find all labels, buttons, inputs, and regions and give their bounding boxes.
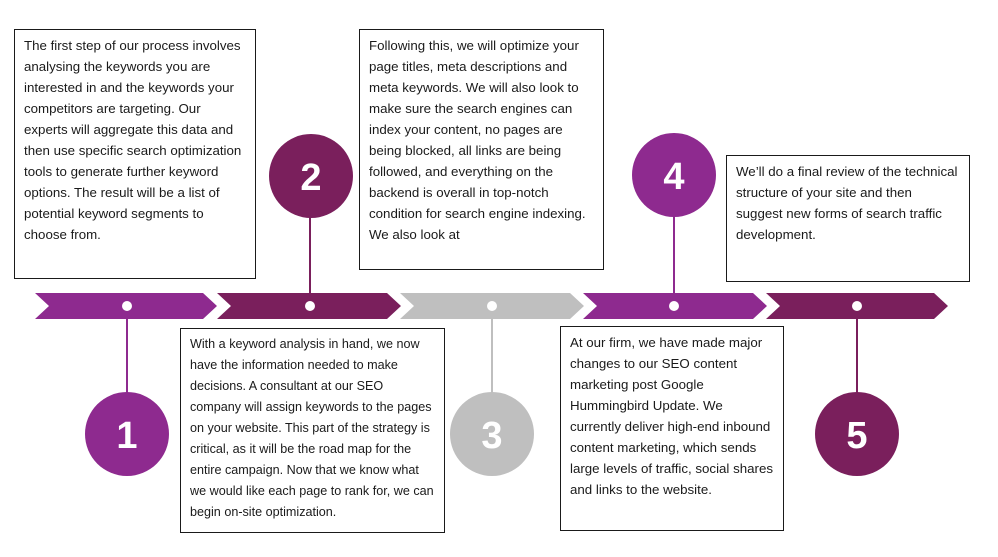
step-3-dot — [487, 301, 497, 311]
step-1-number: 1 — [116, 415, 137, 457]
step-4-number: 4 — [663, 156, 684, 198]
step-2-number: 2 — [300, 157, 321, 199]
step-2-description: With a keyword analysis in hand, we now … — [180, 328, 445, 533]
step-1-dot — [122, 301, 132, 311]
step-4-dot — [669, 301, 679, 311]
step-4-description: At our firm, we have made major changes … — [560, 326, 784, 531]
step-5-number: 5 — [846, 415, 867, 457]
step-1-description: The first step of our process involves a… — [14, 29, 256, 279]
step-5-circle — [815, 392, 899, 476]
step-5-description: We’ll do a final review of the technical… — [726, 155, 970, 282]
step-1-circle — [85, 392, 169, 476]
step-3-description: Following this, we will optimize your pa… — [359, 29, 604, 270]
step-5-dot — [852, 301, 862, 311]
step-2-dot — [305, 301, 315, 311]
step-3-number: 3 — [481, 415, 502, 457]
step-2-circle — [269, 134, 353, 218]
step-3-circle — [450, 392, 534, 476]
step-4-circle — [632, 133, 716, 217]
